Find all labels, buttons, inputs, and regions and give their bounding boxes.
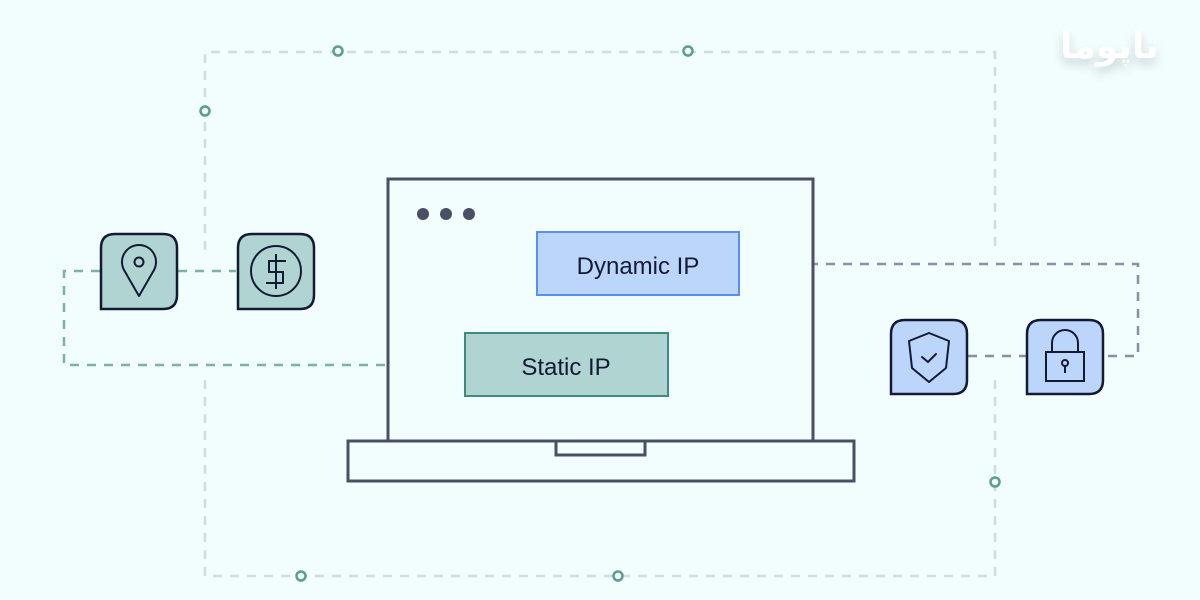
node-dot xyxy=(199,105,211,117)
node-dot xyxy=(682,45,694,57)
shield-tile xyxy=(889,318,969,396)
dynamic-ip-box: Dynamic IP xyxy=(536,231,740,296)
node-dot xyxy=(332,45,344,57)
static-connector xyxy=(62,269,463,367)
shield-check-icon xyxy=(908,332,950,383)
static-ip-label: Static IP xyxy=(521,354,610,381)
padlock-tile xyxy=(1025,318,1105,396)
laptop-base xyxy=(346,439,856,483)
node-dot xyxy=(989,476,1001,488)
dollar-tile xyxy=(236,232,316,311)
brand-logo: تاپوما xyxy=(1060,26,1160,67)
padlock-icon xyxy=(1045,329,1085,382)
static-ip-box: Static IP xyxy=(464,332,669,397)
dynamic-ip-label: Dynamic IP xyxy=(577,253,700,280)
dollar-coin-icon xyxy=(250,245,302,297)
node-dot xyxy=(295,570,307,582)
dynamic-connector xyxy=(741,262,1140,358)
node-dot xyxy=(612,570,624,582)
location-pin-tile xyxy=(99,232,179,311)
laptop-screen xyxy=(386,177,815,443)
window-dots xyxy=(417,208,475,220)
laptop-illustration xyxy=(346,177,856,483)
location-pin-icon xyxy=(121,244,157,297)
